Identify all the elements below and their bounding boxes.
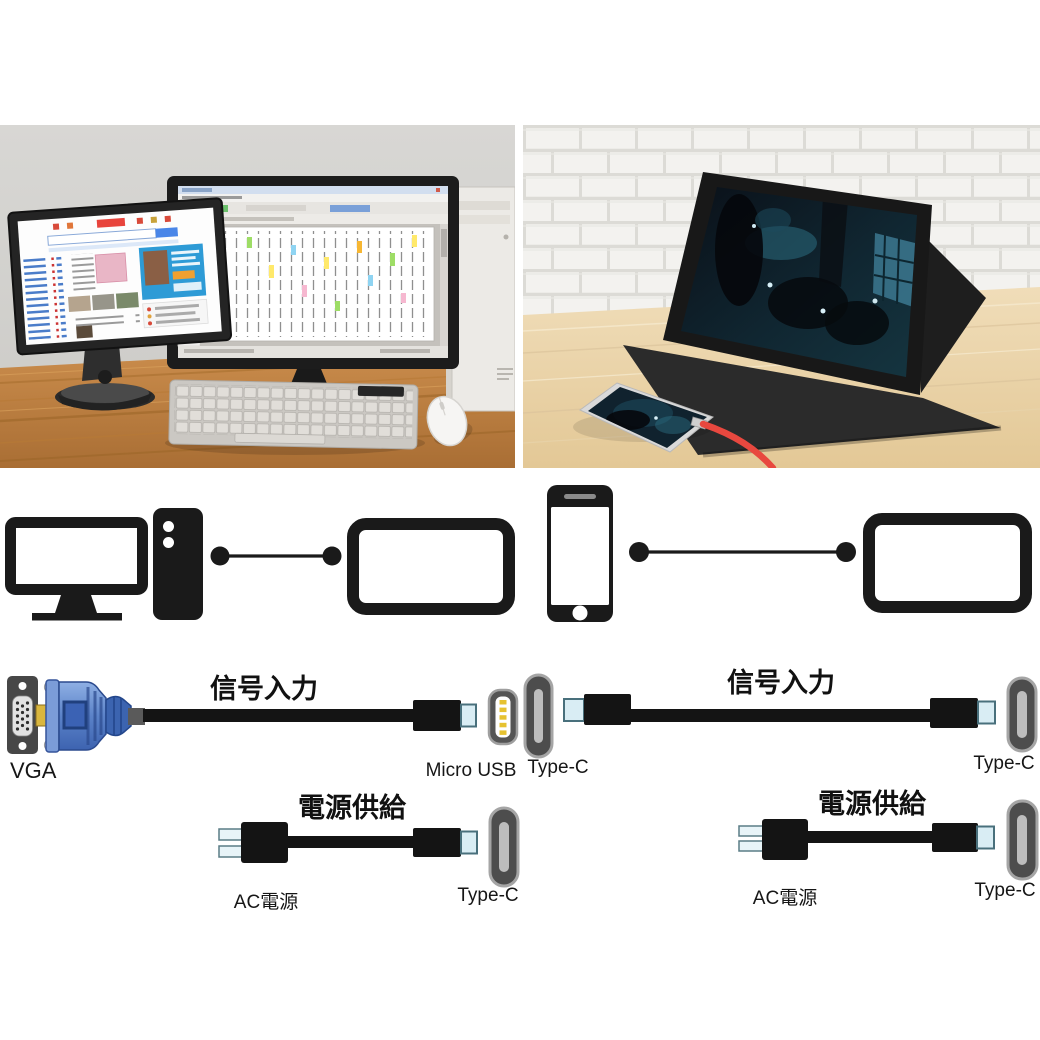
desktop-setup-photo [0,125,515,468]
type-c-plug-tip [563,698,585,722]
yahoo-webpage-screen [23,215,209,340]
ac-power-label-phone: AC電源 [752,888,818,909]
signal-cable-phone [563,676,1038,753]
game-scene-screen [715,194,915,345]
power-cable-pc [218,806,520,888]
portable-monitor-icon-right [863,513,1032,613]
micro-usb-port-icon [487,688,519,746]
smartphone-icon [547,485,613,622]
pc-tower-icon [153,508,203,620]
type-c-label-power-phone: Type-C [974,880,1036,901]
vga-label: VGA [10,758,57,783]
cable [807,831,934,843]
type-c-plug-tip [977,700,996,725]
portable-monitor [663,172,932,395]
vga-port-icon [7,676,38,754]
power-supply-title-pc: 電源供給 [298,793,406,823]
type-c-plug [932,823,978,852]
signal-input-title-phone: 信号入力 [727,668,835,698]
highlight-marks [247,235,417,311]
type-c-label-signal-phone: Type-C [973,753,1035,774]
cable [287,836,414,848]
smartphone [579,382,715,453]
power-supply-title-phone: 電源供給 [818,789,926,819]
signal-cable-pc [7,673,554,759]
ac-power-label-pc: AC電源 [233,892,299,913]
type-c-label-power-pc: Type-C [457,885,519,906]
type-c-port-icon [1006,799,1039,881]
keyboard [165,379,425,455]
ac-plug-icon [738,819,808,860]
desktop-monitor-icon [5,517,148,621]
portable-monitor-icon-left [347,518,515,615]
phone-game-screen [606,399,691,434]
connection-line-left [210,546,342,566]
mouse [426,395,473,447]
red-usb-cable [699,420,777,468]
type-c-plug-tip [976,825,995,850]
cable [143,709,414,722]
type-c-port-icon [1006,676,1038,753]
ac-plug-icon [218,822,288,863]
cable-diagram [7,673,1039,888]
type-c-plug [413,828,461,857]
type-c-plug [930,698,978,728]
power-cable-phone [738,799,1039,881]
type-c-plug-tip [460,830,478,855]
folio-back-support [916,228,986,393]
connection-line-right [629,542,856,562]
signal-input-title-pc: 信号入力 [210,674,318,704]
type-c-port-icon [523,673,554,759]
pairing-diagram [5,485,1032,622]
word-processor-screen [177,186,448,358]
portable-monitor-photo [523,125,1040,468]
micro-usb-plug-icon [413,700,477,731]
cable [629,709,931,722]
type-c-label-signal-pc: Type-C [527,757,589,778]
small-monitor [7,197,233,356]
type-c-port-icon [488,806,520,888]
micro-usb-label: Micro USB [425,760,517,781]
type-c-plug [584,694,631,725]
vga-plug-icon [35,679,145,753]
